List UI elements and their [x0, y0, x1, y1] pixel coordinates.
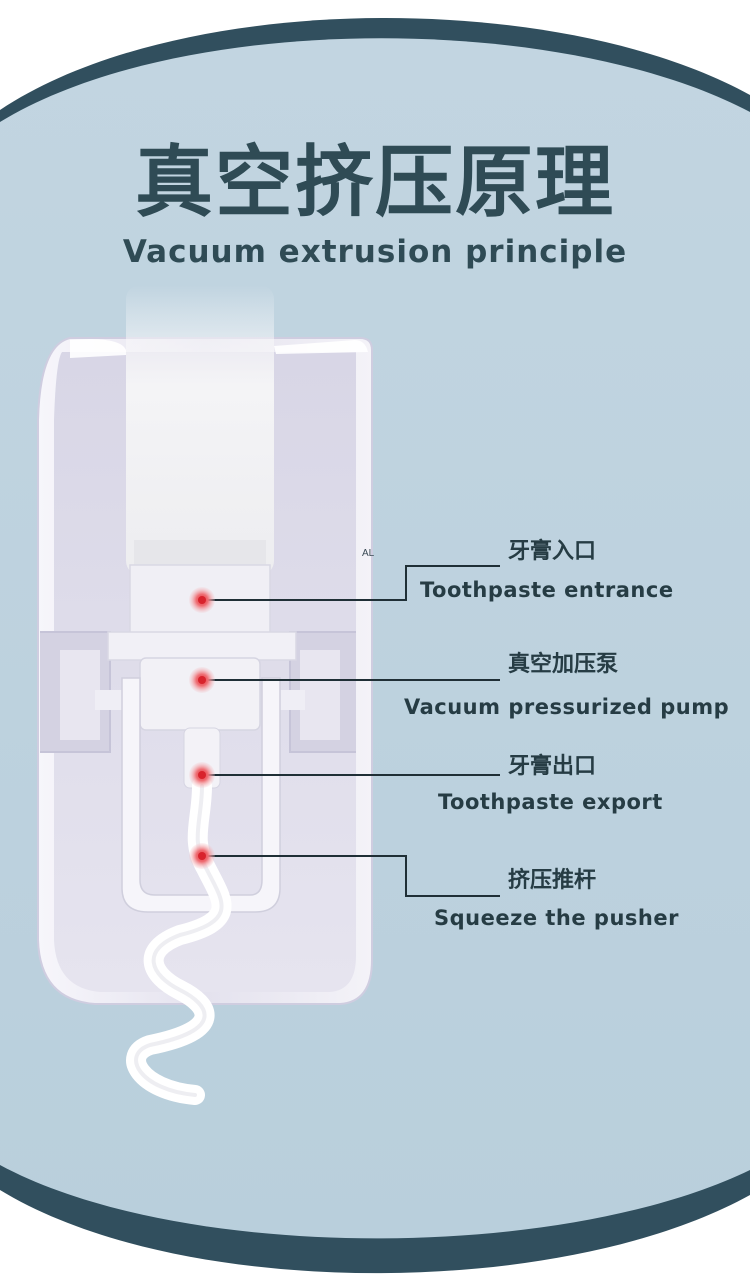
callout-export-cn: 牙膏出口: [508, 754, 597, 779]
callout-export-en: Toothpaste export: [438, 790, 663, 814]
callout-entrance-en: Toothpaste entrance: [420, 578, 674, 602]
toothpaste-tube: [126, 285, 274, 575]
callout-pusher-en: Squeeze the pusher: [434, 906, 679, 930]
callout-lines: [202, 565, 500, 897]
callout-pump-cn: 真空加压泵: [508, 652, 619, 677]
pusher-frame: [121, 677, 281, 913]
callout-pump-en: Vacuum pressurized pump: [404, 695, 730, 719]
callout-entrance-cn: 牙膏入口: [508, 539, 597, 564]
page-title-cn: 真空挤压原理: [134, 138, 615, 228]
svg-text:AL: AL: [362, 548, 375, 559]
page-title-en: Vacuum extrusion principle: [122, 234, 628, 270]
callout-pusher-cn: 挤压推杆: [508, 868, 597, 893]
